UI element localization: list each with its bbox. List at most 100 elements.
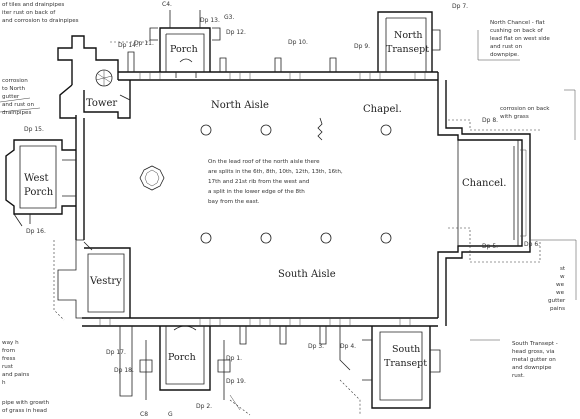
margin-note-line: and pains [2, 372, 29, 378]
margin-note-line: way h [2, 340, 19, 346]
margin-note-left-bottom: pipe with growth of grass in head [2, 400, 49, 414]
west-porch [5, 139, 76, 227]
label-south-aisle: South Aisle [278, 269, 336, 280]
margin-note-line: corrosion on back [500, 106, 550, 112]
margin-note-line: we [556, 290, 565, 296]
north-buttresses [127, 51, 337, 72]
dp-label: Dp 9. [354, 43, 370, 50]
central-note-line: On the lead roof of the north aisle ther… [208, 159, 320, 165]
margin-note-line: fress [2, 356, 16, 362]
margin-note-line: pains [550, 306, 565, 312]
south-buttresses [239, 326, 351, 371]
margin-note-line: rust. [512, 373, 525, 379]
label-chancel: Chancel. [462, 178, 506, 189]
dp-label: Dp 4. [340, 343, 356, 350]
margin-note-line: and rust on [2, 102, 34, 108]
margin-note-line: pipe with growth [2, 400, 49, 406]
margin-note-right-mid: st w we we gutter pains [548, 266, 566, 312]
downpipe-labels: C4. G3. Dp 14. Dp 13. Dp 12. Dp 11. Dp 1… [24, 1, 540, 418]
margin-note-top-left: of tiles and drainpipes iter rust on bac… [2, 2, 79, 24]
margin-note-line: drainpipes [2, 110, 31, 116]
label-north-transept-line2: Transept [386, 44, 429, 55]
margin-note-line: metal gutter on [512, 357, 556, 363]
dp-label: Dp 12. [226, 29, 246, 36]
margin-note-line: from [2, 348, 15, 354]
margin-note-left-mid: corrosion to North gutter and rust on dr… [2, 78, 34, 116]
margin-note-line: w [560, 274, 565, 280]
dp-label: Dp 11. [134, 40, 154, 47]
margin-note-line: corrosion [2, 78, 28, 84]
margin-note-line: South Transept - [512, 341, 558, 347]
tower [57, 35, 131, 119]
margin-note-line: st [560, 266, 566, 272]
margin-note-line: head gross, via [512, 349, 555, 355]
dp-label: Dp 7. [452, 3, 468, 10]
margin-note-line: to North [2, 86, 25, 92]
dp-label: Dp 17. [106, 349, 126, 356]
label-vestry: Vestry [89, 276, 122, 287]
margin-note-line: and rust on [490, 44, 522, 50]
dp-label: Dp 13. [200, 17, 220, 24]
dp-label: Dp 10. [288, 39, 308, 46]
central-note-line: 17th and 21st rib from the west and [208, 179, 310, 185]
dp-label: Dp 3. [308, 343, 324, 350]
south-porch [119, 325, 231, 400]
label-west-porch-line1: West [24, 173, 49, 184]
dp-label: C4. [162, 1, 172, 8]
margin-note-line: we [556, 282, 565, 288]
south-transept [362, 326, 441, 409]
label-chapel: Chapel. [363, 104, 402, 115]
label-south-transept-line1: South [392, 344, 420, 355]
dp-label: C8 [140, 411, 148, 418]
margin-note-line: h [2, 380, 6, 386]
dp-label: Dp 15. [24, 126, 44, 133]
margin-note-mid-right-top: corrosion on back with grass [500, 106, 550, 120]
margin-note-line: gutter [548, 298, 566, 304]
margin-note-line: gutter [2, 94, 20, 100]
margin-note-line: and downpipe [512, 365, 552, 371]
dp-label: G3. [224, 14, 234, 21]
margin-note-left-lower: way h from fress rust and pains h [2, 340, 29, 386]
margin-strokes [0, 30, 577, 411]
label-south-transept-line2: Transept [384, 358, 427, 369]
north-porch [149, 10, 221, 78]
margin-note-line: downpipe. [490, 52, 519, 58]
window-marks [99, 72, 426, 326]
central-note-line: a split in the lower edge of the 8th [208, 189, 305, 195]
central-note: On the lead roof of the north aisle ther… [208, 159, 343, 205]
label-south-porch: Porch [168, 352, 196, 363]
margin-note-line: rust [2, 364, 14, 370]
dp-label: Dp 14. [118, 42, 138, 49]
central-note-line: bay from the east. [208, 199, 260, 205]
drainage-lines [53, 41, 541, 416]
dp-label: Dp 1. [226, 355, 242, 362]
margin-note-line: cushing on back of [490, 28, 544, 34]
margin-note-line: iter rust on back of [2, 10, 56, 16]
vestry [57, 239, 131, 319]
north-transept [377, 11, 441, 72]
margin-note-top-right: North Chancel - flat cushing on back of … [490, 20, 550, 58]
label-tower: Tower [86, 98, 117, 109]
dp-label: Dp 19. [226, 378, 246, 385]
arcade-piers [139, 117, 392, 244]
margin-note-line: of tiles and drainpipes [2, 2, 64, 8]
dp-label: Dp 5. [482, 243, 498, 250]
dp-label: Dp 16. [26, 228, 46, 235]
margin-note-line: and corrosion to drainpipes [2, 18, 79, 24]
margin-note-line: North Chancel - flat [490, 20, 545, 26]
dp-label: Dp 8. [482, 117, 498, 124]
dp-label: Dp 2. [196, 403, 212, 410]
label-north-aisle: North Aisle [211, 100, 269, 111]
margin-note-bottom-right: South Transept - head gross, via metal g… [512, 341, 558, 379]
dp-label: Dp 6. [524, 241, 540, 248]
central-note-line: are splits in the 6th, 8th, 10th, 12th, … [208, 169, 343, 175]
label-north-transept-line1: North [394, 30, 423, 41]
main-walls [75, 71, 531, 327]
dp-label: G [168, 411, 173, 418]
margin-note-line: of grass in head [2, 408, 47, 414]
dp-label: Dp 18. [114, 367, 134, 374]
margin-note-line: with grass [500, 114, 529, 120]
label-west-porch-line2: Porch [24, 187, 54, 198]
margin-note-line: lead flat on west side [490, 36, 550, 42]
